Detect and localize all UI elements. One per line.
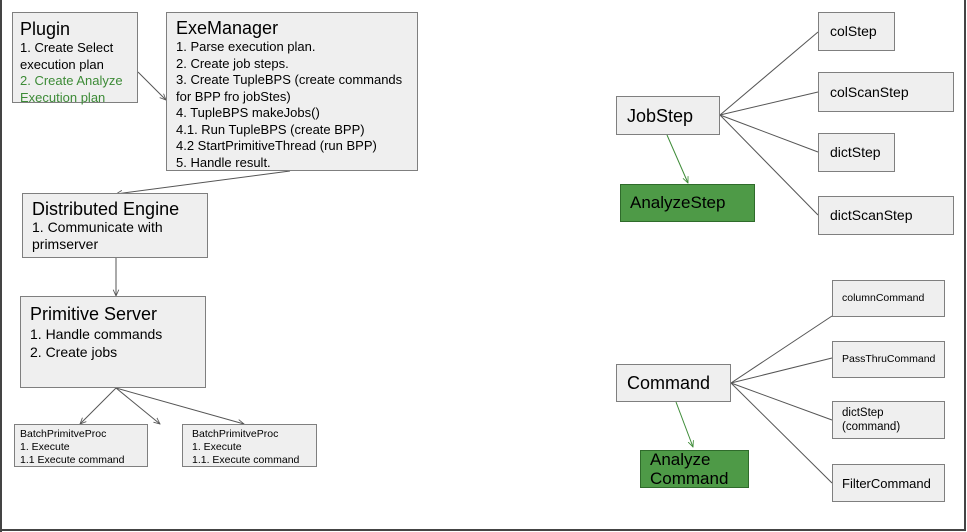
colscanstep-label: colScanStep: [830, 83, 909, 100]
primitive-server-title: Primitive Server: [30, 304, 158, 324]
dictstep-command-box: dictStep (command): [832, 401, 945, 439]
dictstep-command-line-2: (command): [842, 421, 901, 433]
colstep-label: colStep: [830, 23, 877, 39]
plugin-title: Plugin: [20, 19, 71, 39]
dictstep-box: dictStep: [818, 133, 895, 172]
passthrucommand-label: PassThruCommand: [842, 353, 936, 365]
bpp2-line-1: 1. Execute: [192, 441, 242, 453]
command-box: Command: [616, 364, 731, 402]
primitive-server-line-2: 2. Create jobs: [30, 344, 118, 360]
analyze-command-box: Analyze Command: [640, 450, 749, 488]
exemanager-line-8: 5. Handle result.: [176, 154, 271, 170]
dictstep-label: dictStep: [830, 144, 881, 160]
colstep-box: colStep: [818, 12, 895, 51]
batch-primitive-proc-box-2: BatchPrimitveProc 1. Execute 1.1. Execut…: [182, 424, 317, 467]
plugin-line-1: 1. Create Select: [20, 40, 114, 55]
exemanager-title: ExeManager: [176, 18, 279, 38]
plugin-green-line-2: Execution plan: [20, 89, 106, 105]
plugin-box: Plugin 1. Create Select execution plan 2…: [12, 12, 138, 105]
exemanager-line-4: for BPP fro jobStes): [176, 88, 291, 104]
exemanager-line-1: 1. Parse execution plan.: [176, 39, 316, 54]
primitive-server-box: Primitive Server 1. Handle commands 2. C…: [20, 296, 206, 388]
dictscanstep-box: dictScanStep: [818, 196, 954, 235]
columncommand-box: columnCommand: [832, 280, 945, 317]
bpp1-line-1: 1. Execute: [20, 441, 70, 453]
exemanager-line-3: 3. Create TupleBPS (create commands: [176, 72, 403, 87]
filtercommand-box: FilterCommand: [832, 464, 945, 502]
analyzestep-box: AnalyzeStep: [620, 184, 755, 222]
passthrucommand-box: PassThruCommand: [832, 341, 945, 378]
plugin-green-line-1: 2. Create Analyze: [20, 73, 123, 88]
columncommand-label: columnCommand: [842, 292, 925, 304]
exemanager-line-2: 2. Create job steps.: [176, 55, 289, 71]
jobstep-box: JobStep: [616, 96, 720, 135]
filtercommand-label: FilterCommand: [842, 475, 931, 491]
bpp1-line-2: 1.1 Execute command: [20, 454, 125, 466]
plugin-line-2: execution plan: [20, 56, 104, 72]
exemanager-line-6: 4.1. Run TupleBPS (create BPP): [176, 121, 365, 137]
dictscanstep-label: dictScanStep: [830, 207, 913, 223]
primitive-server-line-1: 1. Handle commands: [30, 326, 163, 342]
jobstep-label: JobStep: [627, 105, 694, 126]
batch-primitive-proc-box-1: BatchPrimitveProc 1. Execute 1.1 Execute…: [14, 424, 148, 467]
analyze-command-line-1: Analyze: [650, 450, 711, 469]
bpp2-line-2: 1.1. Execute command: [192, 454, 300, 466]
distributed-engine-title: Distributed Engine: [32, 199, 180, 219]
distributed-engine-line-1: 1. Communicate with: [32, 219, 163, 235]
dictstep-command-line-1: dictStep: [842, 407, 884, 419]
colscanstep-box: colScanStep: [818, 72, 954, 112]
command-label: Command: [627, 373, 711, 393]
analyze-command-line-2: Command: [650, 469, 729, 488]
exemanager-box: ExeManager 1. Parse execution plan. 2. C…: [166, 12, 418, 171]
bpp2-title: BatchPrimitveProc: [192, 428, 279, 440]
bpp1-title: BatchPrimitveProc: [20, 428, 107, 440]
analyzestep-label: AnalyzeStep: [630, 193, 726, 212]
exemanager-line-5: 4. TupleBPS makeJobs(): [176, 105, 320, 120]
distributed-engine-box: Distributed Engine 1. Communicate with p…: [22, 193, 208, 258]
distributed-engine-line-2: primserver: [32, 236, 99, 252]
exemanager-line-7: 4.2 StartPrimitiveThread (run BPP): [176, 138, 377, 153]
diagram-frame-left-edge: [0, 0, 2, 532]
